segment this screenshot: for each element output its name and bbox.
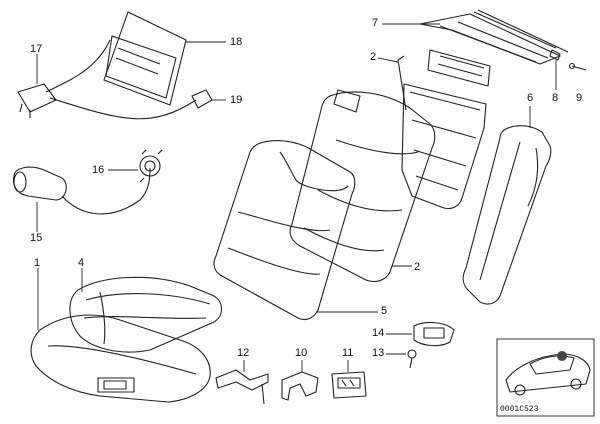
part-13-screw [386, 349, 417, 369]
part-9-screw [568, 62, 587, 71]
callout-18: 18 [230, 36, 243, 48]
callout-7: 7 [372, 17, 379, 29]
part-7-rail [382, 11, 561, 65]
part-15-motor [12, 166, 151, 232]
part-12-bracket [215, 360, 269, 405]
part-backrest-frame [377, 49, 491, 210]
callout-17: 17 [30, 43, 43, 55]
callout-6: 6 [527, 92, 534, 104]
callout-4: 4 [78, 257, 85, 269]
callout-15: 15 [30, 232, 43, 244]
part-6-side-bolster [462, 106, 552, 305]
car-location-inset [496, 338, 595, 417]
callout-2-top: 2 [370, 51, 377, 63]
part-8-rod [477, 9, 569, 90]
part-backrest-cover-front [213, 140, 378, 321]
callout-2-side: 2 [414, 261, 421, 273]
part-18-heating-pad [103, 11, 226, 106]
callout-19: 19 [230, 94, 243, 106]
callout-16: 16 [92, 164, 105, 176]
callout-10: 10 [295, 347, 308, 359]
callout-1: 1 [34, 257, 41, 269]
callout-11: 11 [342, 347, 354, 359]
callout-12: 12 [237, 347, 250, 359]
part-19-plug [191, 89, 226, 109]
part-11-switch [331, 360, 367, 399]
part-4-seat-cover [69, 268, 223, 353]
callout-9: 9 [576, 92, 583, 104]
callout-14: 14 [372, 327, 385, 339]
callout-13: 13 [372, 347, 385, 359]
callout-8: 8 [552, 92, 559, 104]
part-10-bracket [281, 360, 319, 401]
diagram-code-label: 0001C523 [499, 405, 540, 414]
part-backrest-padding [289, 89, 436, 283]
part-17-connector [17, 39, 197, 120]
callout-5: 5 [381, 305, 388, 317]
part-14-trim-cover [386, 321, 455, 347]
part-16-adjuster [108, 149, 163, 183]
